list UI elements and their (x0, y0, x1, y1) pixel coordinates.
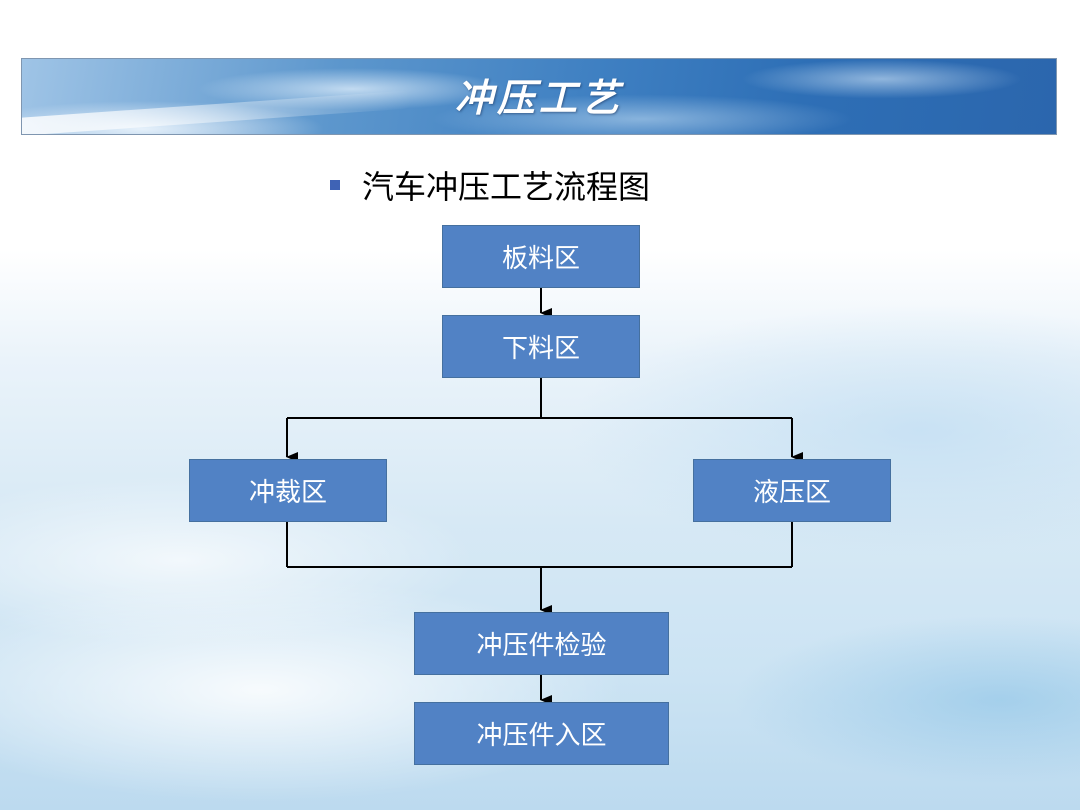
bullet-square-icon (330, 180, 340, 190)
node-hydraulic-area: 液压区 (693, 459, 891, 522)
node-storage: 冲压件入区 (414, 702, 669, 765)
node-blanking-area: 下料区 (442, 315, 640, 378)
bullet-heading: 汽车冲压工艺流程图 (330, 160, 650, 210)
slide-title: 冲压工艺 (454, 75, 623, 120)
title-banner: 冲压工艺 (21, 58, 1057, 135)
node-inspection: 冲压件检验 (414, 612, 669, 675)
node-punching-area: 冲裁区 (189, 459, 387, 522)
node-sheet-area: 板料区 (442, 225, 640, 288)
bullet-heading-text: 汽车冲压工艺流程图 (362, 168, 651, 206)
